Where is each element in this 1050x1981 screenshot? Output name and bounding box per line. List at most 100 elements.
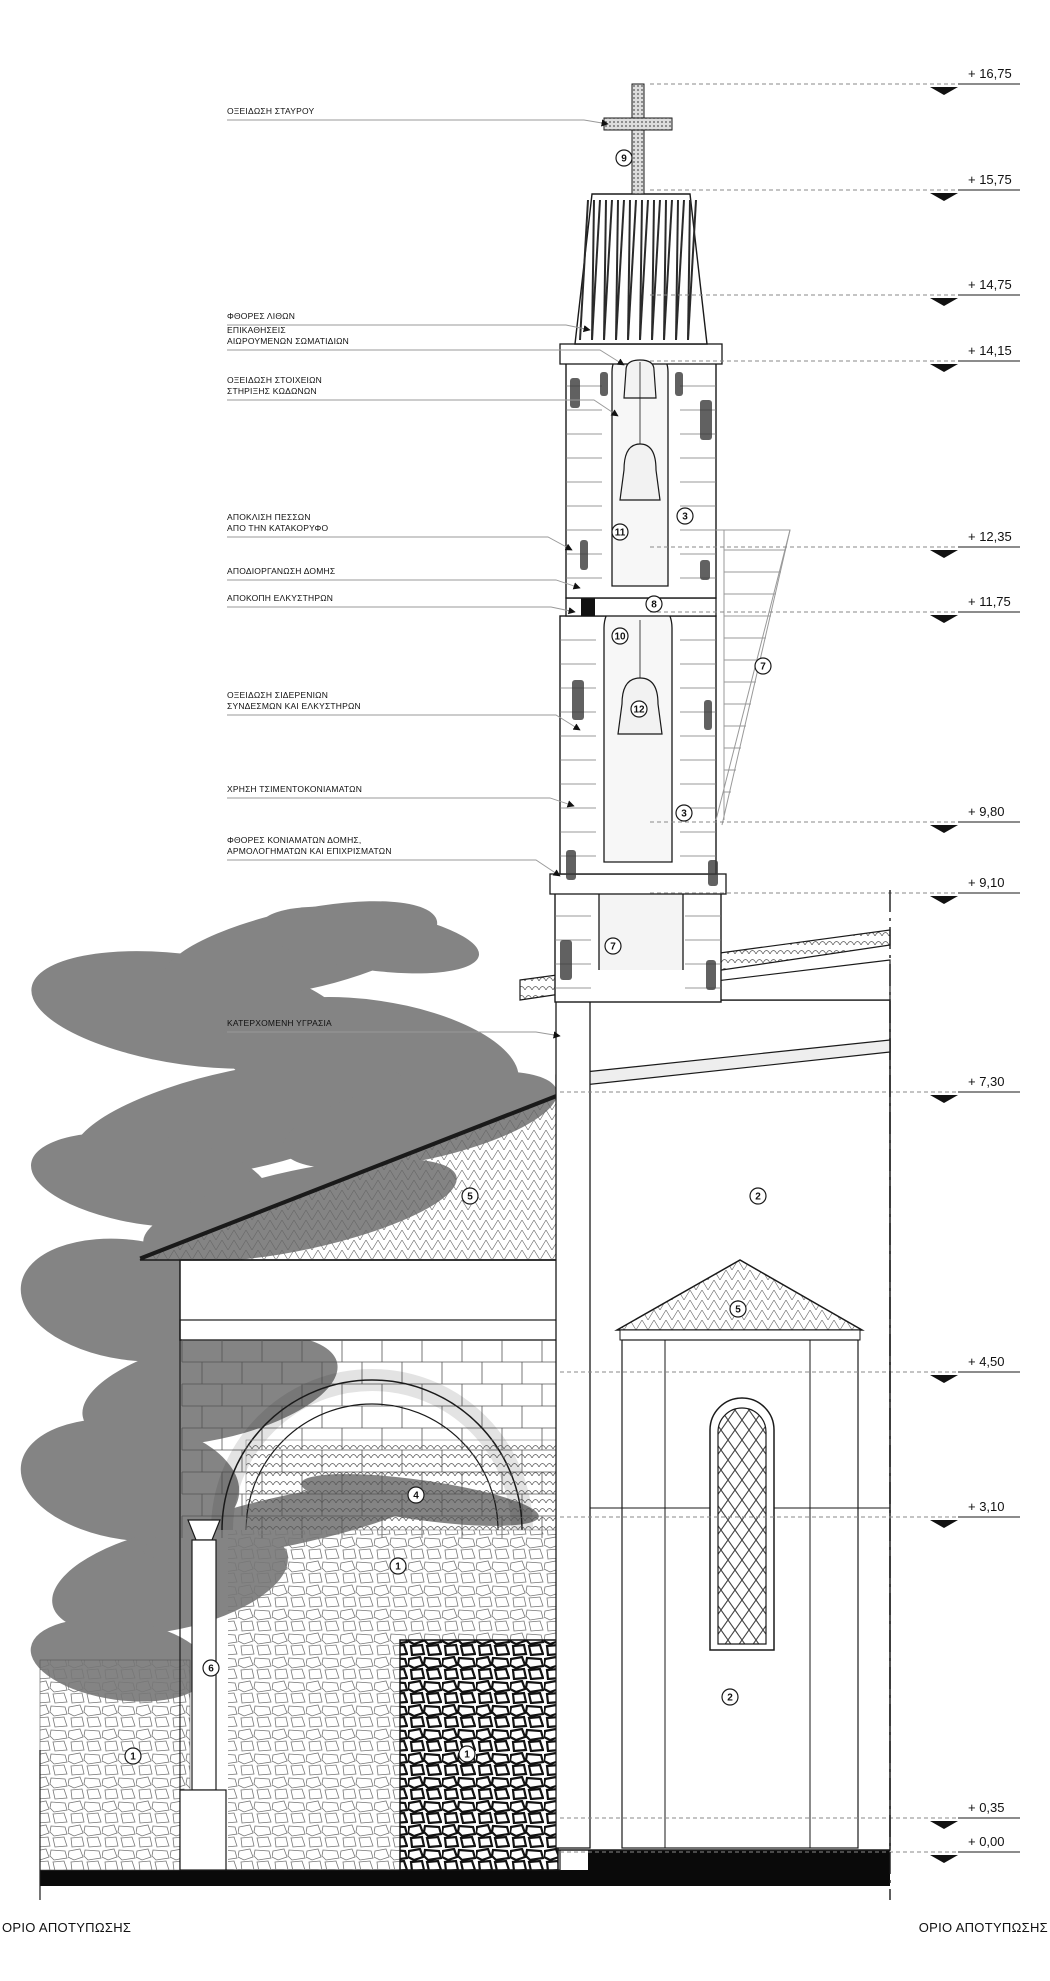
marker-label: 5 (467, 1192, 473, 1203)
annotation-text: ΦΘΟΡΕΣ ΚΟΝΙΑΜΑΤΩΝ ΔΟΜΗΣ, (227, 835, 361, 845)
annotation-text: ΑΠΟΚΟΠΗ ΕΛΚΥΣΤΗΡΩΝ (227, 593, 333, 603)
level-marker: + 0,00 (560, 1834, 1020, 1863)
annotation-mortar-decay: ΦΘΟΡΕΣ ΚΟΝΙΑΜΑΤΩΝ ΔΟΜΗΣ,ΑΡΜΟΛΟΓΗΜΑΤΩΝ ΚΑ… (227, 835, 561, 877)
boundary-label-left: ΟΡΙΟ ΑΠΟΤΥΠΩΣΗΣ (2, 1920, 131, 1935)
marker-12: 12 (630, 700, 648, 718)
level-label: + 9,10 (968, 875, 1005, 890)
marker-label: 12 (633, 705, 645, 716)
annotation-text: ΣΤΗΡΙΞΗΣ ΚΩΔΩΝΩΝ (227, 386, 317, 396)
plinth (588, 1848, 890, 1870)
annotation-text: ΑΙΩΡΟΥΜΕΝΩΝ ΣΩΜΑΤΙΔΙΩΝ (227, 336, 349, 346)
marker-8: 8 (645, 595, 663, 613)
marker-10: 10 (611, 627, 629, 645)
marker-label: 6 (208, 1664, 214, 1675)
annotation-text: ΑΡΜΟΛΟΓΗΜΑΤΩΝ ΚΑΙ ΕΠΙΧΡΙΣΜΑΤΩΝ (227, 846, 392, 856)
marker-7: 7 (754, 657, 772, 675)
marker-3: 3 (675, 804, 693, 822)
level-label: + 4,50 (968, 1354, 1005, 1369)
annotation-text: ΟΞΕΙΔΩΣΗ ΣΤΑΥΡΟΥ (227, 106, 314, 116)
marker-5: 5 (729, 1300, 747, 1318)
marker-label: 9 (621, 154, 627, 165)
level-label: + 14,15 (968, 343, 1012, 358)
level-marker: + 3,10 (560, 1499, 1020, 1528)
ladder (715, 529, 791, 826)
annotation-damp: ΚΑΤΕΡΧΟΜΕΝΗ ΥΓΡΑΣΙΑ (227, 1018, 561, 1039)
marker-label: 1 (130, 1752, 136, 1763)
marker-label: 2 (755, 1192, 761, 1203)
marker-label: 3 (681, 809, 687, 820)
level-marker: + 11,75 (650, 594, 1020, 623)
marker-label: 8 (651, 600, 657, 611)
window-bay (614, 1259, 865, 1849)
level-marker: + 0,35 (560, 1800, 1020, 1829)
marker-label: 2 (727, 1693, 733, 1704)
annotation-text: ΟΞΕΙΔΩΣΗ ΣΤΟΙΧΕΙΩΝ (227, 375, 322, 385)
marker-11: 11 (611, 523, 629, 541)
annotation-tie-cut: ΑΠΟΚΟΠΗ ΕΛΚΥΣΤΗΡΩΝ (227, 593, 576, 615)
marker-label: 1 (395, 1562, 401, 1573)
annotation-text: ΧΡΗΣΗ ΤΣΙΜΕΝΤΟΚΟΝΙΑΜΑΤΩΝ (227, 784, 362, 794)
annotation-text: ΟΞΕΙΔΩΣΗ ΣΙΔΕΡΕΝΙΩΝ (227, 690, 328, 700)
marker-1: 1 (458, 1745, 476, 1763)
level-marker: + 14,15 (650, 343, 1020, 372)
marker-label: 7 (610, 942, 616, 953)
level-marker: + 14,75 (650, 277, 1020, 306)
annotation-cement-mortar: ΧΡΗΣΗ ΤΣΙΜΕΝΤΟΚΟΝΙΑΜΑΤΩΝ (227, 784, 575, 808)
level-layer: + 16,75 + 15,75 + 14,75 + 14,15 + 12,35 + 11,… (560, 66, 1020, 1863)
marker-label: 7 (760, 662, 766, 673)
marker-9: 9 (615, 149, 633, 167)
marker-2: 2 (749, 1187, 767, 1205)
marker-1: 1 (389, 1557, 407, 1575)
marker-label: 4 (413, 1491, 419, 1502)
annotation-stone-decay: ΦΘΟΡΕΣ ΛΙΘΩΝ (227, 311, 591, 333)
annotation-text: ΚΑΤΕΡΧΟΜΕΝΗ ΥΓΡΑΣΙΑ (227, 1018, 332, 1028)
marker-label: 11 (615, 528, 626, 539)
marker-3: 3 (676, 507, 694, 525)
marker-1: 1 (124, 1747, 142, 1765)
level-label: + 9,80 (968, 804, 1005, 819)
level-label: + 11,75 (968, 594, 1011, 609)
level-marker: + 9,10 (650, 875, 1020, 904)
level-marker: + 4,50 (560, 1354, 1020, 1383)
level-label: + 0,35 (968, 1800, 1005, 1815)
annotation-text: ΦΘΟΡΕΣ ΛΙΘΩΝ (227, 311, 295, 321)
bell-tower (549, 83, 727, 1849)
annotation-text: ΣΥΝΔΕΣΜΩΝ ΚΑΙ ΕΛΚΥΣΤΗΡΩΝ (227, 701, 361, 711)
level-marker: + 7,30 (560, 1074, 1020, 1103)
level-marker: + 12,35 (650, 529, 1020, 558)
annotation-text: ΑΠΟΔΙΟΡΓΑΝΩΣΗ ΔΟΜΗΣ (227, 566, 335, 576)
ground-slab (40, 1870, 890, 1886)
level-label: + 15,75 (968, 172, 1012, 187)
marker-label: 5 (735, 1305, 741, 1316)
annotation-text: ΑΠΟΚΛΙΣΗ ΠΕΣΣΩΝ (227, 512, 311, 522)
left-wall-rubble (39, 1659, 191, 1871)
level-marker: + 15,75 (650, 172, 1020, 201)
annotation-text: ΑΠΟ ΤΗΝ ΚΑΤΑΚΟΡΥΦΟ (227, 523, 328, 533)
marker-6: 6 (202, 1659, 220, 1677)
marker-label: 3 (682, 512, 688, 523)
marker-4: 4 (407, 1486, 425, 1504)
level-marker: + 9,80 (650, 804, 1020, 833)
level-label: + 7,30 (968, 1074, 1005, 1089)
level-label: + 3,10 (968, 1499, 1005, 1514)
level-label: + 14,75 (968, 277, 1012, 292)
annotation-text: ΕΠΙΚΑΘΗΣΕΙΣ (227, 325, 286, 335)
marker-7: 7 (604, 937, 622, 955)
marker-2: 2 (721, 1688, 739, 1706)
annotation-disorganisation: ΑΠΟΔΙΟΡΓΑΝΩΣΗ ΔΟΜΗΣ (227, 566, 581, 590)
portico (139, 1092, 561, 1871)
marker-5: 5 (461, 1187, 479, 1205)
marker-label: 10 (614, 632, 626, 643)
boundary-label-right: ΟΡΙΟ ΑΠΟΤΥΠΩΣΗΣ (919, 1920, 1048, 1935)
level-marker: + 16,75 (650, 66, 1020, 95)
level-label: + 16,75 (968, 66, 1012, 81)
annotation-cross: ΟΞΕΙΔΩΣΗ ΣΤΑΥΡΟΥ (227, 106, 609, 127)
level-label: + 0,00 (968, 1834, 1005, 1849)
